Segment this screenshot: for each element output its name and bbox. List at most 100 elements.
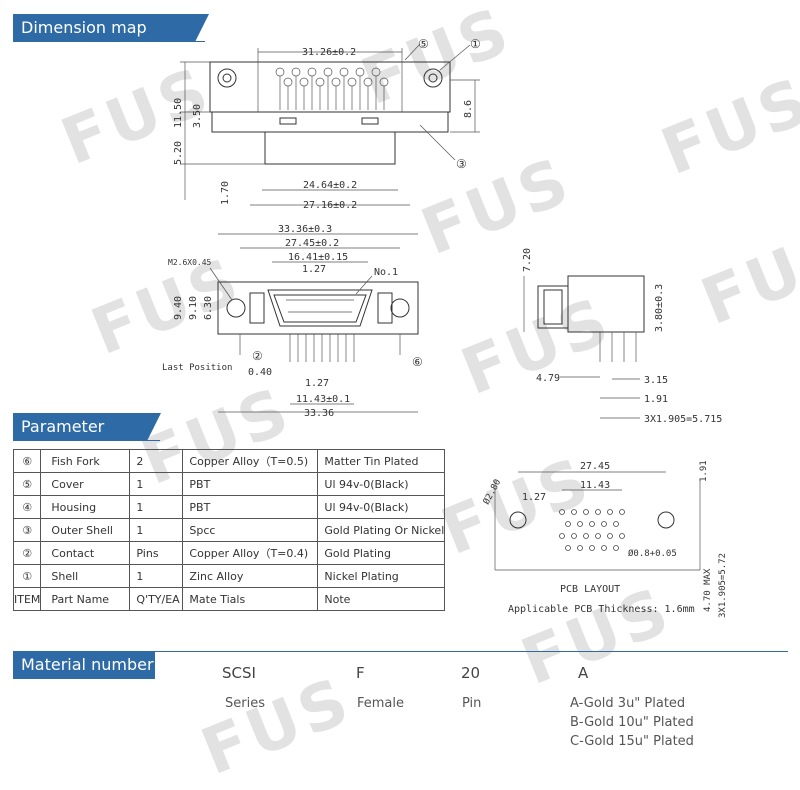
pcb-layout-label: PCB LAYOUT bbox=[560, 584, 620, 595]
code-plating: A bbox=[578, 664, 589, 682]
dim-315: 3.15 bbox=[644, 375, 668, 386]
table-cell-note: Ul 94v-0(Black) bbox=[317, 495, 446, 519]
table-cell-qty: 1 bbox=[129, 564, 184, 588]
label-pin: Pin bbox=[462, 696, 482, 711]
dim-bottom-2: 27.16±0.2 bbox=[303, 200, 357, 211]
table-cell-note: Gold Plating Or Nickel bbox=[317, 518, 446, 542]
callout-3: ③ bbox=[456, 157, 467, 171]
table-cell-qty: 1 bbox=[129, 495, 184, 519]
table-cell-num: ⑥ bbox=[12, 449, 42, 473]
front-view-drawing: 33.36±0.3 27.45±0.2 16.41±0.15 1.27 M2.6… bbox=[162, 224, 423, 419]
dim-h-1150: 11.50 bbox=[173, 98, 184, 128]
table-cell-qty: 1 bbox=[129, 472, 184, 496]
table-cell-name: Fish Fork bbox=[40, 449, 131, 473]
pcb-dim-127: 1.27 bbox=[522, 492, 546, 503]
dim-h-520: 5.20 bbox=[173, 141, 184, 165]
callout-5: ⑤ bbox=[418, 37, 429, 51]
pcb-thickness-label: Applicable PCB Thickness: 1.6mm bbox=[508, 604, 695, 615]
callout-6: ⑥ bbox=[412, 355, 423, 369]
table-cell-num: ⑤ bbox=[12, 472, 42, 496]
dim-1143: 11.43±0.1 bbox=[296, 394, 350, 405]
pcb-dim-2745: 27.45 bbox=[580, 461, 610, 472]
table-cell-qty: 2 bbox=[129, 449, 184, 473]
parameter-header: Parameter bbox=[13, 413, 147, 441]
plating-b: B-Gold 10u" Plated bbox=[570, 715, 694, 730]
table-cell-qty: 1 bbox=[129, 518, 184, 542]
table-cell-material: Mate Tials bbox=[182, 587, 319, 611]
dim-3336-bottom: 33.36 bbox=[304, 408, 334, 419]
table-cell-note: Note bbox=[317, 587, 446, 611]
table-cell-material: Copper Alloy（T=0.5) bbox=[182, 449, 319, 473]
dim-910: 9.10 bbox=[188, 296, 199, 320]
label-no1: No.1 bbox=[374, 267, 398, 278]
side-view-drawing: 7.20 3.80±0.3 4.79 3.15 1.91 3X1.905=5.7… bbox=[522, 248, 722, 425]
dim-127-top: 1.27 bbox=[302, 264, 326, 275]
header-accent bbox=[147, 413, 161, 441]
code-pin: 20 bbox=[461, 664, 481, 682]
dim-630: 6.30 bbox=[203, 296, 214, 320]
table-cell-num: ② bbox=[12, 541, 42, 565]
dim-width-top: 31.26±0.2 bbox=[302, 47, 356, 58]
technical-drawing: 31.26±0.2 24.64±0.2 27.16±0.2 11.50 3.50… bbox=[162, 37, 728, 618]
table-cell-num: ① bbox=[12, 564, 42, 588]
material-number-header: Material number bbox=[13, 651, 155, 679]
table-cell-name: Part Name bbox=[40, 587, 131, 611]
callout-2: ② bbox=[252, 349, 263, 363]
table-cell-num: ITEM bbox=[12, 587, 42, 611]
header-accent bbox=[195, 14, 209, 42]
pcb-dim-1143: 11.43 bbox=[580, 480, 610, 491]
dim-1641: 16.41±0.15 bbox=[288, 252, 348, 263]
pcb-dim-470: 4.70 MAX bbox=[703, 568, 713, 612]
dim-3x1905: 3X1.905=5.715 bbox=[644, 414, 722, 425]
dim-720: 7.20 bbox=[522, 248, 533, 272]
pcb-dim-hole: Ø0.8+0.05 bbox=[628, 548, 677, 559]
dim-479: 4.79 bbox=[536, 373, 560, 384]
table-cell-name: Outer Shell bbox=[40, 518, 131, 542]
table-cell-note: Gold Plating bbox=[317, 541, 446, 565]
table-cell-num: ④ bbox=[12, 495, 42, 519]
code-female: F bbox=[356, 664, 365, 682]
dimension-map-header: Dimension map bbox=[13, 14, 195, 42]
table-cell-material: Zinc Alloy bbox=[182, 564, 319, 588]
header-rule bbox=[13, 41, 205, 42]
label-female: Female bbox=[357, 696, 405, 711]
dim-right-86: 8.6 bbox=[463, 100, 474, 118]
plating-c: C-Gold 15u" Plated bbox=[570, 734, 694, 749]
table-cell-note: Nickel Plating bbox=[317, 564, 446, 588]
screw-spec: M2.6X0.45 bbox=[168, 258, 212, 267]
top-view-drawing: 31.26±0.2 24.64±0.2 27.16±0.2 11.50 3.50… bbox=[173, 37, 481, 211]
table-cell-name: Contact bbox=[40, 541, 131, 565]
table-cell-material: PBT bbox=[182, 495, 319, 519]
plating-a: A-Gold 3u" Plated bbox=[570, 696, 686, 711]
header-rule bbox=[13, 440, 160, 441]
dim-191: 1.91 bbox=[644, 394, 668, 405]
table-cell-note: Matter Tin Plated bbox=[317, 449, 446, 473]
code-series: SCSI bbox=[222, 664, 256, 682]
table-cell-name: Housing bbox=[40, 495, 131, 519]
dim-380: 3.80±0.3 bbox=[654, 284, 665, 332]
label-series: Series bbox=[225, 696, 265, 711]
label-last-position: Last Position bbox=[162, 363, 232, 373]
dim-h-170: 1.70 bbox=[220, 181, 231, 205]
pcb-dim-280: Ø2.80 bbox=[481, 477, 503, 506]
table-cell-name: Shell bbox=[40, 564, 131, 588]
table-cell-num: ③ bbox=[12, 518, 42, 542]
table-cell-material: Spcc bbox=[182, 518, 319, 542]
table-cell-name: Cover bbox=[40, 472, 131, 496]
dim-2745: 27.45±0.2 bbox=[285, 238, 339, 249]
dim-940: 9.40 bbox=[173, 296, 184, 320]
table-cell-material: Copper Alloy（T=0.4) bbox=[182, 541, 319, 565]
table-cell-material: PBT bbox=[182, 472, 319, 496]
dim-bottom-1: 24.64±0.2 bbox=[303, 180, 357, 191]
dim-127-bottom: 1.27 bbox=[305, 378, 329, 389]
pcb-layout-drawing: 27.45 11.43 1.27 Ø2.80 1.91 Ø0.8+0.05 4.… bbox=[481, 460, 728, 618]
header-rule bbox=[155, 651, 788, 652]
